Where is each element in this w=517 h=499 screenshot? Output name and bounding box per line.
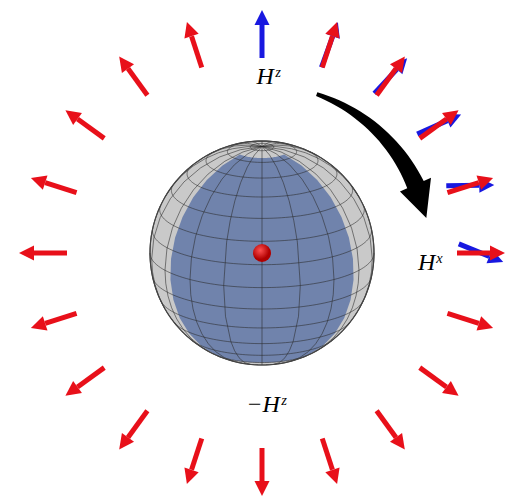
rotation-arrow	[316, 92, 431, 218]
field-arrow	[377, 411, 405, 450]
sphere-body	[150, 141, 374, 365]
sphere-outline	[150, 141, 374, 365]
field-arrow	[255, 10, 270, 58]
field-arrow	[65, 110, 104, 138]
field-arrow	[31, 313, 77, 330]
field-arrow	[31, 175, 77, 192]
field-arrow	[447, 175, 493, 192]
field-label: Hᶻ	[256, 63, 279, 89]
field-arrow	[447, 313, 493, 330]
field-arrow	[65, 368, 104, 396]
field-arrow	[184, 22, 201, 68]
field-arrow	[321, 22, 339, 67]
field-arrow	[457, 246, 505, 261]
field-arrow	[322, 438, 339, 484]
sphere-grid	[150, 141, 374, 365]
sphere	[150, 141, 374, 365]
field-arrow	[377, 56, 405, 95]
field-arrow	[255, 448, 270, 496]
field-arrow	[119, 411, 147, 450]
field-arrow	[184, 438, 201, 484]
field-arrow	[322, 22, 339, 68]
center-dot	[253, 244, 271, 262]
field-arrow	[119, 56, 147, 95]
field-arrow	[420, 110, 459, 138]
field-arrow	[420, 368, 459, 396]
field-arrow	[19, 246, 67, 261]
field-label: −Hᶻ	[246, 391, 285, 417]
field-label: Hˣ	[418, 249, 442, 275]
